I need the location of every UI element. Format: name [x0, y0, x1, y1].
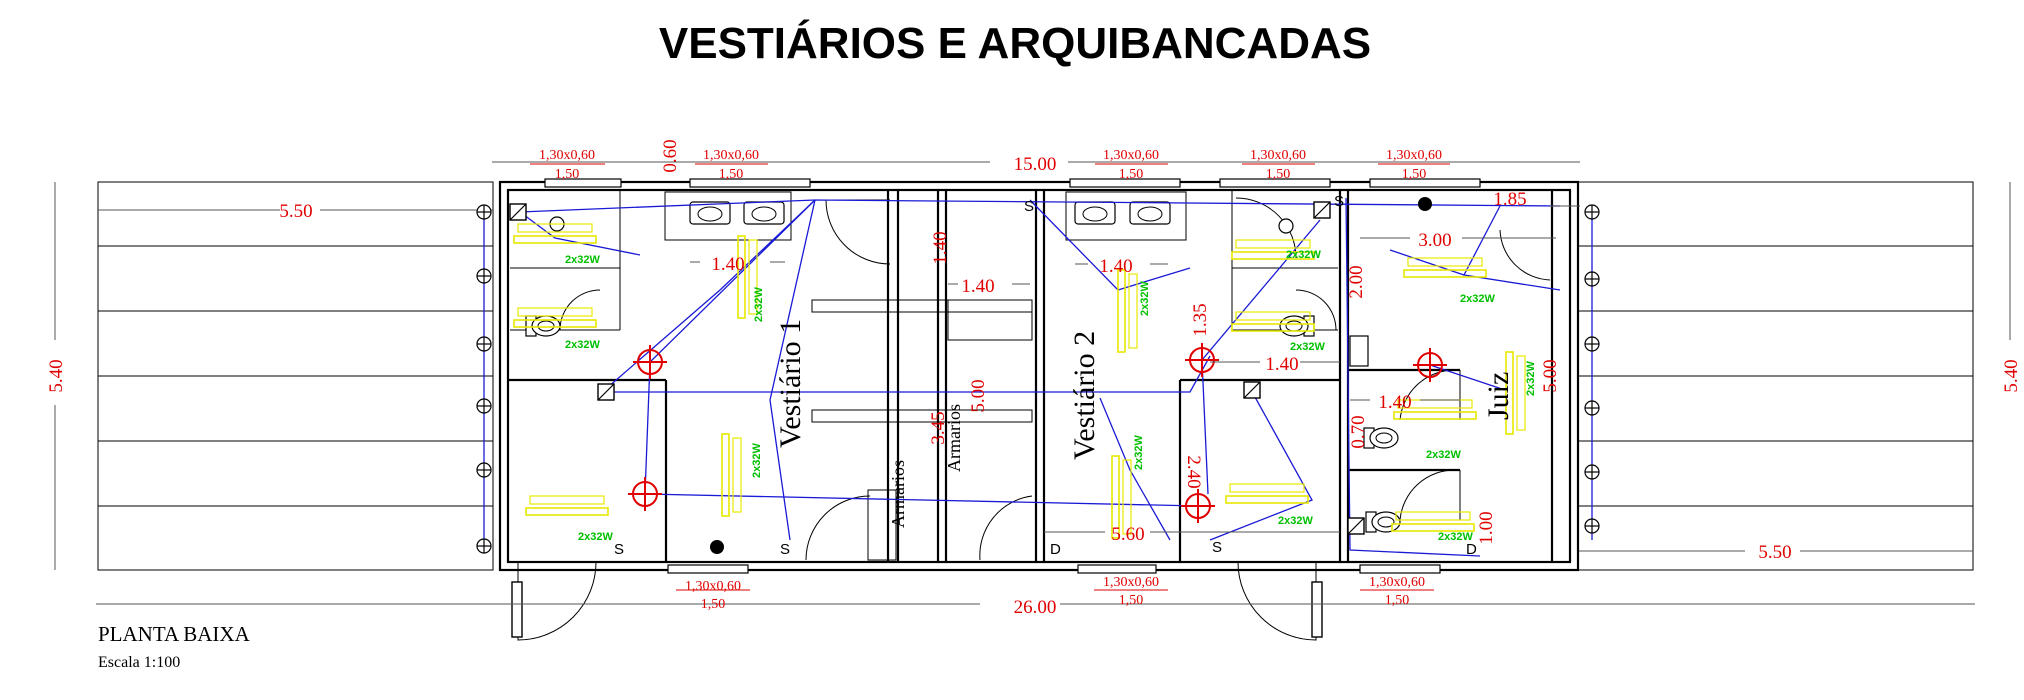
lamp-labels: 2x32W 2x32W 2x32W 2x32W 2x32W 2x32W 2x32… [565, 249, 1537, 543]
svg-text:1,50: 1,50 [1266, 167, 1291, 182]
svg-text:1,50: 1,50 [1119, 593, 1144, 608]
svg-text:2x32W: 2x32W [565, 339, 600, 351]
height-label-right: 5.40 [2001, 359, 2022, 392]
dim-2-00: 2.00 [1346, 265, 1367, 298]
svg-text:2x32W: 2x32W [1278, 515, 1313, 527]
electrical-wiring [483, 197, 1593, 557]
dim-1-40-corridor: 1.40 [961, 276, 994, 297]
svg-text:1,30x0,60: 1,30x0,60 [685, 579, 741, 594]
svg-text:1,50: 1,50 [1119, 167, 1144, 182]
room-label-vestiario-1: Vestiário 1 [774, 319, 807, 448]
windows [544, 178, 1481, 574]
dim-3-45: 3.45 [928, 411, 949, 444]
svg-text:2x32W: 2x32W [578, 531, 613, 543]
dim-5-60: 5.60 [1111, 524, 1144, 545]
dim-5-00-juiz: 5.00 [1540, 359, 1561, 392]
room-label-vestiario-2: Vestiário 2 [1068, 331, 1101, 460]
svg-text:2x32W: 2x32W [565, 254, 600, 266]
dim-5-00-corridor: 5.00 [968, 379, 989, 412]
left-stand-width-label: 5.50 [279, 201, 312, 222]
right-stand-width-label: 5.50 [1758, 542, 1791, 563]
svg-text:1,30x0,60: 1,30x0,60 [539, 148, 595, 163]
svg-text:2x32W: 2x32W [753, 287, 765, 322]
svg-text:1,50: 1,50 [1385, 593, 1410, 608]
label-armarios-2: Armarios [944, 404, 964, 472]
dim-1-40-stall: 1.40 [1265, 354, 1298, 375]
height-label-left: 5.40 [46, 359, 67, 392]
svg-text:1,30x0,60: 1,30x0,60 [1250, 148, 1306, 163]
svg-text:2x32W: 2x32W [1426, 449, 1461, 461]
svg-text:S: S [614, 541, 624, 558]
dim-1-40-vertical: 1.40 [930, 231, 951, 264]
dim-1-00: 1.00 [1476, 511, 1497, 544]
svg-text:S: S [1334, 193, 1344, 210]
svg-text:1,30x0,60: 1,30x0,60 [1103, 575, 1159, 590]
window-labels: 1,30x0,60 1,50 1,30x0,60 1,50 1,30x0,60 … [539, 148, 1442, 612]
dim-3-00: 3.00 [1418, 230, 1451, 251]
drawing-title: VESTIÁRIOS E ARQUIBANCADAS [659, 18, 1371, 68]
svg-text:1,50: 1,50 [719, 167, 744, 182]
svg-text:1,50: 1,50 [701, 597, 726, 612]
total-width-label: 26.00 [1014, 597, 1057, 618]
switches: S S S S S D D [614, 193, 1477, 558]
svg-text:D: D [1050, 541, 1061, 558]
svg-text:1,50: 1,50 [1402, 167, 1427, 182]
dim-1-35: 1.35 [1190, 303, 1211, 336]
dim-0-70: 0.70 [1348, 415, 1369, 448]
doors [511, 197, 1551, 641]
dimension-lines [54, 161, 2011, 605]
svg-text:2x32W: 2x32W [1139, 281, 1151, 316]
svg-text:2x32W: 2x32W [1133, 435, 1145, 470]
svg-text:2x32W: 2x32W [1525, 361, 1537, 396]
plan-scale: Escala 1:100 [98, 654, 180, 671]
right-bleachers [1577, 181, 1974, 571]
dim-1-85: 1.85 [1493, 189, 1526, 210]
svg-text:1,30x0,60: 1,30x0,60 [1369, 575, 1425, 590]
dim-2-40: 2.40 [1183, 455, 1204, 488]
dim-1-40-v2: 1.40 [1099, 256, 1132, 277]
svg-text:2x32W: 2x32W [1438, 531, 1473, 543]
building-width-label: 15.00 [1014, 154, 1057, 175]
svg-text:2x32W: 2x32W [1290, 341, 1325, 353]
svg-text:D: D [1466, 541, 1477, 558]
svg-text:1,30x0,60: 1,30x0,60 [1386, 148, 1442, 163]
room-label-juiz: Juiz [1482, 372, 1515, 420]
svg-text:S: S [1024, 198, 1034, 215]
svg-text:2x32W: 2x32W [751, 443, 763, 478]
plumbing-fixtures [525, 191, 1401, 533]
svg-text:S: S [1212, 539, 1222, 556]
svg-text:1,30x0,60: 1,30x0,60 [703, 148, 759, 163]
label-armarios-1: Armarios [888, 460, 908, 528]
plan-caption: PLANTA BAIXA [98, 622, 251, 646]
svg-text:S: S [780, 541, 790, 558]
left-bleachers [97, 181, 494, 571]
dim-1-40-v1: 1.40 [711, 254, 744, 275]
svg-text:1,30x0,60: 1,30x0,60 [1103, 148, 1159, 163]
svg-text:2x32W: 2x32W [1286, 249, 1321, 261]
svg-text:1,50: 1,50 [555, 167, 580, 182]
svg-text:2x32W: 2x32W [1460, 293, 1495, 305]
dim-1-40-juiz: 1.40 [1378, 392, 1411, 413]
dim-0-60: 0.60 [660, 139, 681, 172]
